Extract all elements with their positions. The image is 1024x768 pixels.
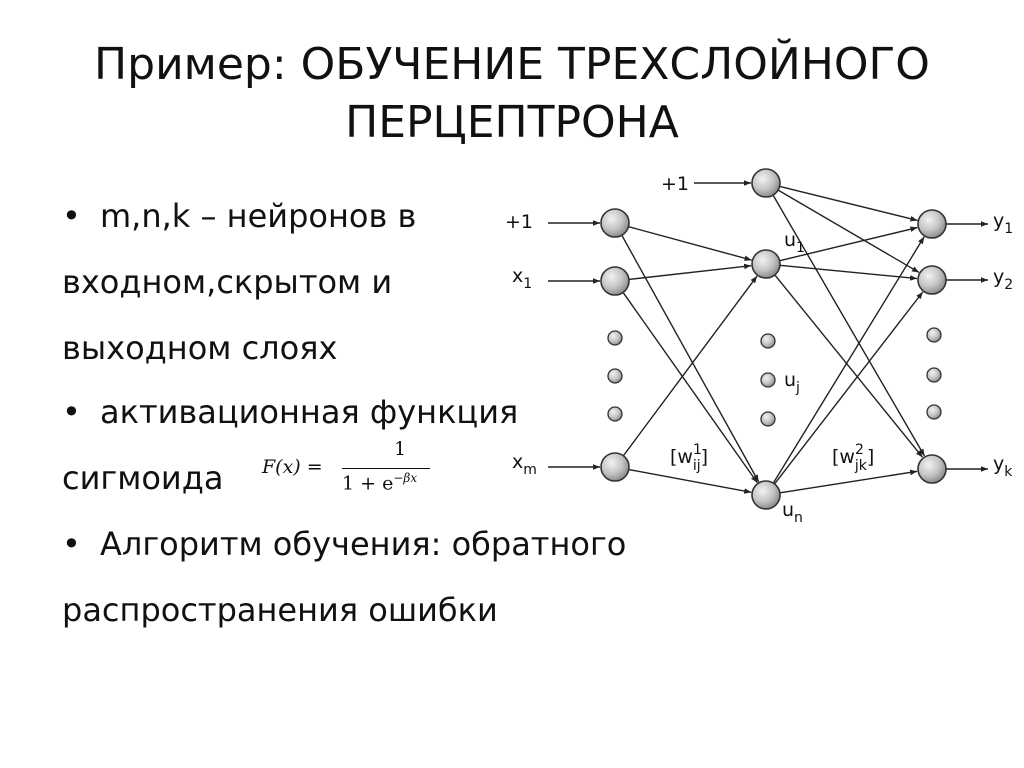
input-hidden-edge — [621, 275, 758, 458]
output-y2-label: y2 — [993, 266, 1013, 293]
hidden-uj-label: uj — [784, 369, 800, 396]
hidden-bias-neuron — [751, 168, 781, 198]
hidden-u1-letter: u — [784, 229, 796, 251]
bullet-2-line-1: активационная функция — [100, 393, 519, 431]
formula-fraction-bar — [342, 468, 430, 469]
input-hidden-edge — [621, 290, 758, 484]
ellipsis-neuron — [607, 406, 623, 422]
input-xm-letter: x — [512, 451, 523, 473]
input-xm-label: xm — [512, 451, 537, 478]
hidden-u1-label: u1 — [784, 229, 805, 256]
formula-numerator: 1 — [393, 438, 407, 460]
bullet-marker: • — [62, 525, 81, 563]
input-hidden-edge — [627, 468, 752, 494]
bullet-marker: • — [62, 393, 81, 431]
connections — [548, 180, 988, 494]
output-y2-subscript: 2 — [1004, 277, 1013, 293]
weights-1-subscript: ij — [693, 458, 701, 474]
input-hidden-edge — [627, 263, 752, 281]
ellipsis-neuron — [760, 411, 776, 427]
neurons — [600, 168, 947, 510]
input-x1-letter: x — [512, 265, 523, 287]
weights-2-close: ] — [867, 446, 874, 468]
hidden-bias-label: +1 — [661, 173, 689, 195]
slide-title-line-1: Пример: ОБУЧЕНИЕ ТРЕХСЛОЙНОГО — [94, 39, 930, 90]
hidden-output-edge — [778, 185, 918, 222]
input-xm-subscript: m — [523, 462, 537, 478]
ellipsis-neuron — [607, 368, 623, 384]
formula-denominator: 1 + e−βx — [342, 471, 417, 494]
formula-lhs: F(x) = — [262, 456, 323, 478]
input-bias-label: +1 — [505, 211, 533, 233]
weights-2-open: [w — [832, 446, 855, 468]
output-yk-label: yk — [993, 453, 1013, 480]
bullet-3-line-1: Алгоритм обучения: обратного — [100, 525, 627, 563]
ellipsis-neuron — [760, 372, 776, 388]
output-yk-letter: y — [993, 453, 1004, 475]
ellipsis-neuron — [926, 367, 942, 383]
bullet-1-line-2: входном,скрытом и — [62, 263, 393, 301]
hidden-output-edge — [773, 291, 924, 486]
input-neuron — [600, 208, 630, 238]
weights-2-subscript: jk — [854, 458, 868, 474]
hidden-output-edge — [778, 469, 918, 494]
output-y1-subscript: 1 — [1004, 221, 1013, 237]
input-hidden-edge — [626, 225, 752, 261]
bullet-marker: • — [62, 197, 81, 235]
hidden-uj-letter: u — [784, 369, 796, 391]
bullet-1-line-1: m,n,k – нейронов в — [100, 197, 417, 235]
bullet-1-line-3: выходном слоях — [62, 329, 338, 367]
output-yk-subscript: k — [1004, 464, 1013, 480]
slide-title-line-2: ПЕРЦЕПТРОНА — [345, 97, 679, 148]
output-neuron — [917, 454, 947, 484]
bullet-3-line-2: распространения ошибки — [62, 591, 498, 629]
hidden-un-letter: u — [782, 499, 794, 521]
ellipsis-neuron — [926, 327, 942, 343]
hidden-u1-subscript: 1 — [796, 240, 805, 256]
bullet-2-line-2: сигмоида — [62, 459, 224, 497]
input-x1-label: x1 — [512, 265, 532, 292]
input-neuron — [600, 266, 630, 296]
weights-1-superscript: 1 — [693, 442, 702, 458]
weights-1-open: [w — [670, 446, 693, 468]
hidden-output-edge — [771, 193, 926, 457]
output-neuron — [917, 265, 947, 295]
hidden-output-edge — [778, 226, 918, 262]
hidden-un-label: un — [782, 499, 803, 526]
hidden-neuron — [751, 249, 781, 279]
ellipsis-neuron — [926, 404, 942, 420]
input-hidden-edge — [620, 233, 760, 483]
formula-exponent: −βx — [393, 471, 418, 485]
ellipsis-neuron — [607, 330, 623, 346]
hidden-output-edge — [773, 273, 924, 458]
ellipsis-neuron — [760, 333, 776, 349]
output-y2-letter: y — [993, 266, 1004, 288]
input-x1-subscript: 1 — [523, 276, 532, 292]
hidden-neuron — [751, 480, 781, 510]
hidden-output-edge — [771, 236, 925, 485]
hidden-output-edge — [776, 188, 920, 274]
output-y1-letter: y — [993, 210, 1004, 232]
slide-title: Пример: ОБУЧЕНИЕ ТРЕХСЛОЙНОГО ПЕРЦЕПТРОН… — [0, 36, 1024, 152]
hidden-un-subscript: n — [794, 510, 803, 526]
output-neuron — [917, 209, 947, 239]
hidden-output-edge — [778, 264, 918, 281]
formula-denominator-base: 1 + e — [342, 472, 394, 495]
input-neuron — [600, 452, 630, 482]
weights-2-superscript: 2 — [855, 442, 864, 458]
output-y1-label: y1 — [993, 210, 1013, 237]
weights-1-close: ] — [701, 446, 708, 468]
sigmoid-formula: F(x) = 1 1 + e−βx — [262, 436, 432, 506]
hidden-uj-subscript: j — [795, 380, 800, 396]
